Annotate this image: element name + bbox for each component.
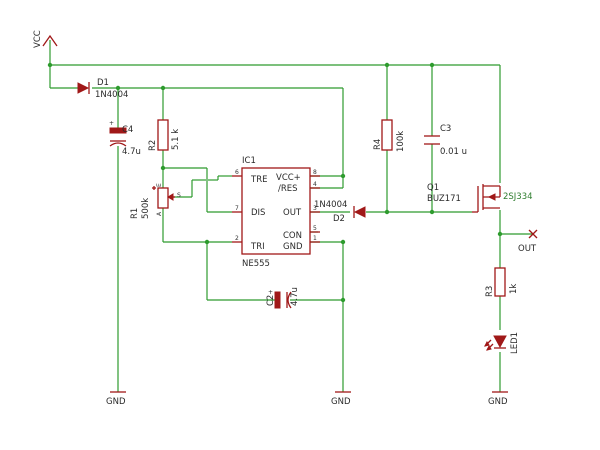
junction [384,209,390,215]
gnd-label: GND [488,397,508,407]
junction [384,62,390,68]
junction-dots [47,62,503,303]
r4-value: 100k [396,131,406,152]
junction [204,239,210,245]
pin-number-6: 6 [235,169,239,176]
d2-name: D2 [333,214,345,224]
junction [340,239,346,245]
junction [340,173,346,179]
pin-dis-label: DIS [251,208,265,218]
junction [47,62,53,68]
diode-d2: 1N4004 D2 [314,200,366,224]
junction [429,62,435,68]
c3-value: 0.01 u [440,147,467,157]
led-1: LED1 [484,332,520,354]
diode-d1: D1 1N4004 [77,78,128,100]
gnd-label: GND [331,397,351,407]
c3-name: C3 [440,124,451,134]
c4-name: C4 [122,125,133,135]
c2-plus: + [268,289,273,296]
r2-name: R2 [148,140,158,151]
q1-value: BUZ171 [427,194,461,204]
junction [340,297,346,303]
r1-pin-s: S [177,192,181,199]
capacitor-c3: C3 0.01 u [424,124,467,157]
c4-plus: + [109,120,114,127]
gnd-symbol-led: GND [488,391,508,407]
out-terminal: OUT [518,229,538,254]
vcc-symbol: VCC [33,30,58,48]
q1-name: Q1 [427,183,439,193]
r4-name: R4 [373,139,383,150]
r2-value: 5.1 k [171,129,181,150]
pin-number-2: 2 [235,235,239,242]
junction [160,85,166,91]
pin-tri-label: TRI [250,242,265,252]
pin-tre-label: TRE [250,175,267,185]
pin-out-label: OUT [283,208,302,218]
junction [497,231,503,237]
gnd-symbol-ic: GND [331,391,351,407]
r1-pin-a: A [156,211,163,216]
ic-name: IC1 [242,156,256,166]
led-name: LED1 [510,332,520,354]
gnd-symbol-c4: GND [106,391,126,407]
d2-value: 1N4004 [314,200,347,210]
q1-alt: 2SJ334 [503,192,533,202]
r3-value: 1k [509,284,519,294]
pin-vcc-label: VCC+ [276,173,301,183]
capacitor-c2: + C2 4.7u [266,287,300,309]
c4-value: 4.7u [122,147,141,157]
d1-value: 1N4004 [95,90,128,100]
capacitor-c4: + C4 4.7u [109,120,141,157]
r3-name: R3 [485,286,495,297]
r1-pin-e: E [156,183,163,187]
ic-part: NE555 [242,259,270,269]
out-label: OUT [518,244,537,254]
pin-gnd-label: GND [283,242,303,252]
mosfet-q1: Q1 BUZ171 2SJ334 [427,183,533,213]
c2-name: C2 [266,295,276,306]
pin-number-5: 5 [313,225,317,232]
r1-value: 500k [141,198,151,219]
d1-name: D1 [97,78,109,88]
junction [160,165,166,171]
c2-value: 4.7u [290,287,300,306]
potentiometer-r1: R1 500k A E S [130,183,181,219]
gnd-label: GND [106,397,126,407]
pin-res-label: /RES [278,184,298,194]
resistor-r4: R4 100k [373,119,406,152]
junction [429,209,435,215]
junction [115,85,121,91]
pin-number-4: 4 [313,181,317,188]
pin-number-7: 7 [235,205,239,212]
resistor-r2: R2 5.1 k [148,119,181,151]
r1-name: R1 [130,208,140,219]
ic-ne555: IC1 NE555 TRE DIS TRI VCC+ /RES OUT CON … [232,156,320,269]
pin-con-label: CON [283,231,302,241]
resistor-r3: R3 1k [485,267,519,297]
pin-number-1: 1 [313,235,317,242]
pin-number-8: 8 [313,169,317,176]
pin-number-3: 3 [313,205,317,212]
vcc-label: VCC [33,30,43,48]
